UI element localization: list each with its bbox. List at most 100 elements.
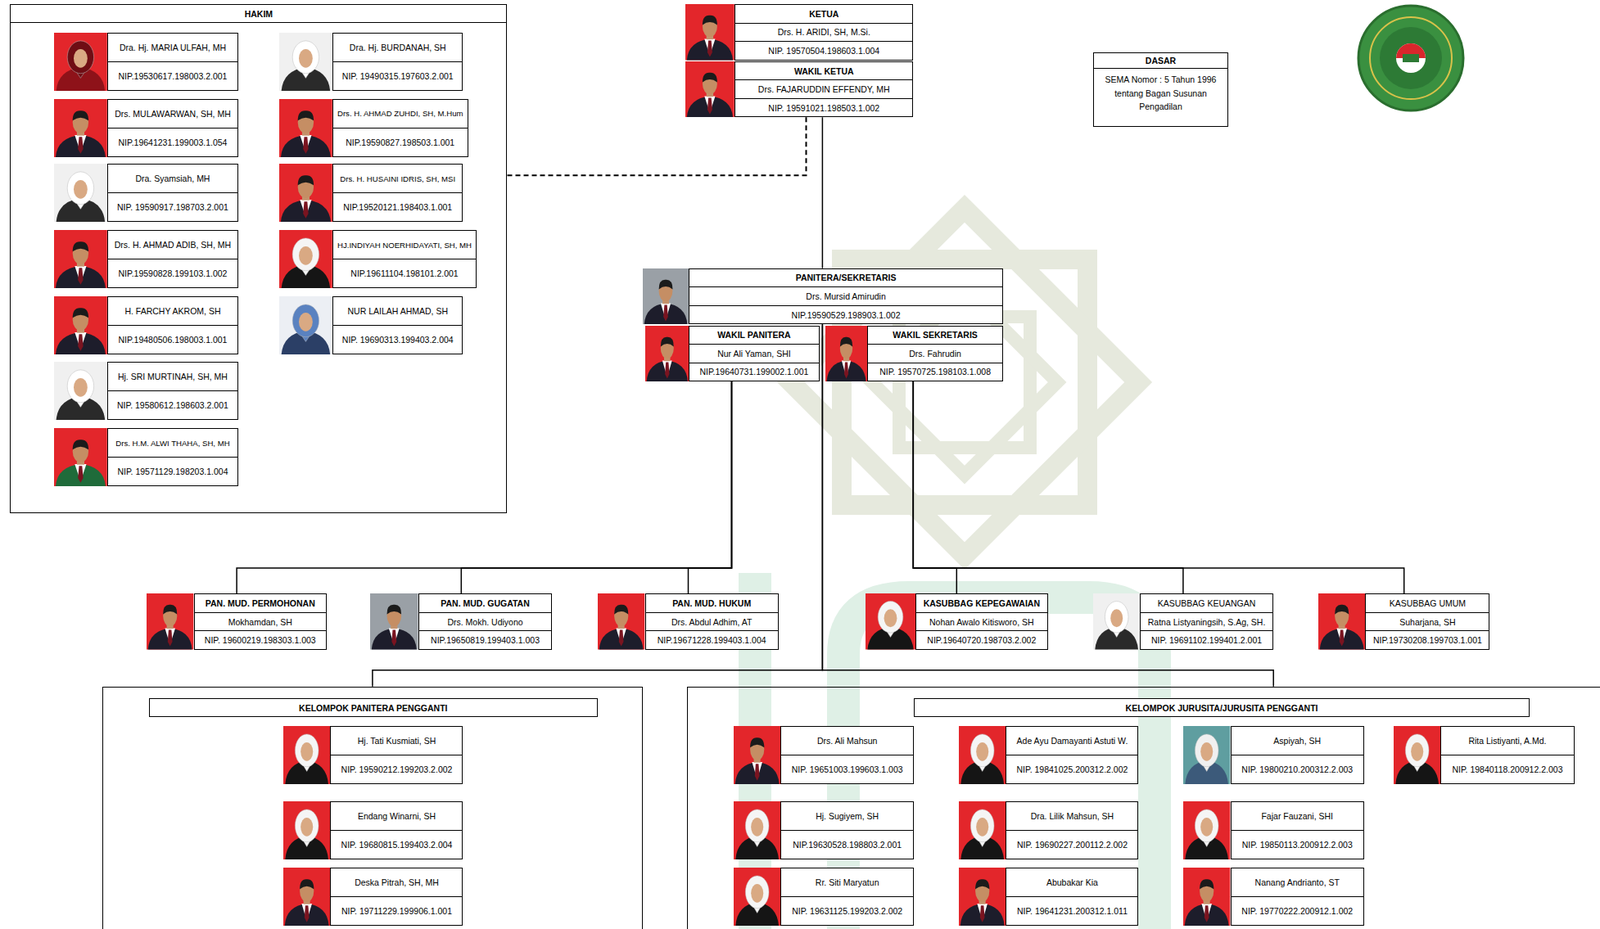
connector-line (372, 324, 823, 687)
photo-part (72, 110, 88, 121)
photo-part (960, 903, 1005, 927)
photo-part (840, 337, 853, 359)
card-row: NIP. 19591021.198503.1.002 (735, 99, 913, 118)
card-row: Rr. Siti Maryatun (781, 868, 913, 898)
photo-part (292, 40, 319, 74)
nip-number: NIP.19590529.198903.1.002 (791, 310, 901, 321)
photo-part (1195, 809, 1220, 843)
person-card: Dra. Hj. MARIA ULFAH, MHNIP.19530617.198… (54, 32, 240, 91)
photo-part (146, 593, 194, 651)
photo-part (387, 605, 403, 628)
person-name: Drs. H. AHMAD ADIB, SH, MH (114, 239, 231, 250)
photo-part (702, 72, 718, 95)
court-emblem (1358, 5, 1464, 111)
card-row: KETUA (735, 4, 913, 24)
card-row: Endang Winarni, SH (330, 802, 462, 832)
portrait-photo (279, 230, 333, 289)
person-card: Fajar Fauzani, SHINIP. 19850113.200912.2… (1183, 801, 1365, 860)
card-row: NIP. 19641231.200312.1.011 (1006, 897, 1138, 926)
nip-number: NIP.19480506.198003.1.001 (117, 334, 227, 345)
person-name: Hj. Tati Kusmiati, SH (357, 736, 437, 746)
photo-part (280, 199, 331, 222)
connector-line (236, 381, 732, 594)
photo-part (975, 880, 990, 903)
person-name: Rita Listiyanti, A.Md. (1468, 736, 1546, 746)
card-row: NIP. 19570504.198603.1.004 (735, 41, 913, 60)
person-name: Drs. Abdul Adhim, AT (671, 617, 752, 628)
card-row: NIP.19640731.199002.1.001 (689, 363, 819, 382)
photo-part (279, 230, 333, 289)
photo-part (754, 763, 760, 782)
basis-text: SEMA Nomor : 5 Tahun 1996 tentang Bagan … (1105, 74, 1217, 112)
card-panel: KASUBBAG KEUANGANRatna Listyaningsih, S.… (1139, 593, 1274, 651)
card-row: H. FARCHY AKROM, SH (108, 297, 239, 326)
photo-part (1183, 801, 1230, 860)
person-card: WAKIL SEKRETARISDrs. FahrudinNIP. 195707… (825, 325, 1004, 383)
portrait-photo (54, 428, 108, 487)
group-heading-bar: HAKIM (10, 4, 507, 23)
nip-number: NIP. 19571129.198203.1.004 (117, 466, 228, 477)
card-row: PAN. MUD. HUKUM (646, 594, 778, 614)
person-name: Drs. H. AHMAD ZUHDI, SH, M.Hum (337, 108, 464, 118)
person-card: KASUBBAG UMUMSuharjana, SHNIP.19730208.1… (1318, 593, 1490, 651)
portrait-photo (370, 593, 419, 651)
person-card: Drs. Ali MahsunNIP. 19651003.199603.1.00… (733, 726, 915, 785)
group-heading: KELOMPOK PANITERA PENGGANTI (298, 703, 448, 714)
nip-number: NIP.19640720.198703.2.002 (926, 635, 1036, 646)
portrait-photo (958, 867, 1006, 927)
nip-number: NIP. 19631125.199203.2.002 (791, 906, 903, 917)
portrait-photo (1183, 867, 1230, 927)
nip-number: NIP.19650819.199403.1.003 (430, 635, 540, 646)
connector-line (688, 381, 733, 594)
card-row: PANITERA/SEKRETARIS (689, 269, 1003, 289)
photo-part (733, 867, 781, 927)
connector-line (912, 381, 1184, 594)
photo-part (619, 630, 624, 647)
card-row: Dra. Hj. MARIA ULFAH, MH (108, 33, 239, 63)
card-panel: Drs. H. AHMAD ADIB, SH, MHNIP.19590828.1… (107, 230, 240, 289)
photo-part (77, 334, 83, 353)
card-panel: HJ.INDIYAH NOERHIDAYATI, SH, MHNIP.19611… (332, 230, 477, 289)
connector-line (461, 381, 732, 594)
photo-part (877, 601, 904, 633)
person-card: KETUADrs. H. ARIDI, SH, M.Si.NIP. 195705… (685, 4, 913, 61)
person-card: Rita Listiyanti, A.Md. NIP. 19840118.2009… (1393, 726, 1575, 785)
photo-part (163, 605, 178, 615)
portrait-photo (685, 4, 735, 61)
photo-part (283, 801, 330, 860)
person-card: Endang Winarni, SHNIP. 19680815.199403.2… (283, 801, 463, 860)
photo-part (1319, 628, 1365, 651)
group-heading-box: KELOMPOK JURUSITA/JURUSITA PENGGANTI (913, 698, 1529, 717)
person-name: Drs. Ali Mahsun (817, 736, 878, 746)
card-row: NIP. 19840118.200912.2.003 (1441, 755, 1573, 784)
photo-part (54, 163, 108, 222)
card-panel: WAKIL KETUADrs. FAJARUDDIN EFFENDY, MHNI… (734, 61, 913, 118)
person-name: Hj. Sugiyem, SH (815, 811, 879, 822)
photo-part (67, 370, 94, 403)
photo-part (72, 439, 88, 450)
position-title: PAN. MUD. PERMOHONAN (205, 598, 316, 609)
person-card: Drs. H. HUSAINI IDRIS, SH, MSINIP.195201… (279, 163, 463, 222)
person-name: Nanang Andrianto, ST (1255, 877, 1340, 888)
card-row: NIP. 19691102.199401.2.001 (1140, 631, 1273, 650)
portrait-photo (146, 593, 194, 651)
card-panel: Aspiyah, SHNIP. 19800210.200312.2.003 (1230, 726, 1365, 785)
photo-part (73, 378, 88, 398)
card-panel: Hj. Sugiyem, SHNIP.19630528.198803.2.001 (780, 801, 914, 860)
dashed-connector (506, 117, 806, 176)
portrait-photo (958, 801, 1006, 860)
person-name: Nur Ali Yaman, SHI (717, 348, 791, 359)
card-row: Mokhamdan, SH (194, 613, 326, 633)
nip-number: NIP.19640731.199002.1.001 (699, 366, 809, 377)
photo-part (279, 296, 333, 355)
person-card: Dra. Hj. BURDANAH, SHNIP. 19490315.19760… (279, 32, 463, 91)
photo-part (298, 110, 314, 121)
person-card: Hj. SRI MURTINAH, SH, MHNIP. 19580612.19… (54, 361, 240, 421)
portrait-photo (597, 593, 645, 651)
card-row: Hj. Tati Kusmiati, SH (330, 727, 462, 756)
photo-part (77, 465, 83, 484)
card-row: Drs. Mursid Amirudin (689, 287, 1003, 307)
nip-number: NIP. 19590212.199203.2.002 (341, 764, 453, 775)
card-panel: Hj. SRI MURTINAH, SH, MHNIP. 19580612.19… (107, 361, 240, 421)
card-row: WAKIL KETUA (735, 62, 913, 82)
